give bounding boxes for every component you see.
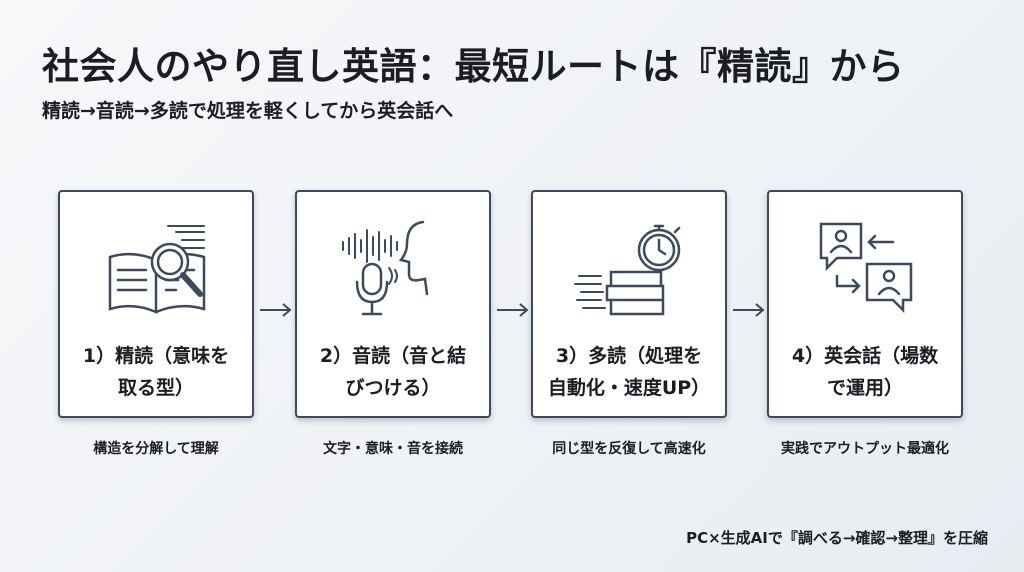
footer-note: PC×生成AIで『調べる→確認→整理』を圧縮	[686, 529, 988, 547]
page-subtitle: 精読→音読→多読で処理を軽くしてから英会話へ	[42, 100, 454, 122]
step-label-line: 2）音読（音と結	[319, 345, 467, 367]
step-card-intensive-reading: 1）精読（意味を取る型）	[58, 190, 254, 418]
step-caption: 文字・意味・音を接続	[323, 441, 463, 457]
step-label-line: 取る型）	[117, 377, 194, 399]
book-magnifier-icon	[108, 225, 206, 314]
step-label-line: 4）英会話（場数	[791, 345, 939, 367]
step-card-conversation: 4）英会話（場数で運用）	[767, 190, 963, 418]
step-label-line: で運用）	[826, 377, 903, 399]
step-label-line: びつける）	[345, 377, 441, 399]
microphone-voice-icon	[342, 220, 429, 316]
step-label-line: 1）精読（意味を	[82, 345, 230, 367]
arrow-right-icon	[260, 303, 292, 317]
step-label: 4）英会話（場数で運用）	[769, 340, 961, 404]
step-label: 1）精読（意味を取る型）	[60, 340, 252, 404]
step-label-line: 3）多読（処理を	[555, 345, 703, 367]
step-card-extensive-reading: 3）多読（処理を自動化・速度UP）	[531, 190, 727, 418]
step-label-line: 自動化・速度UP）	[547, 377, 711, 399]
arrow-right-icon	[733, 303, 765, 317]
arrow-right-icon	[497, 303, 529, 317]
step-caption: 実践でアウトプット最適化	[781, 441, 949, 457]
step-card-reading-aloud: 2）音読（音と結びつける）	[295, 190, 491, 418]
conversation-icon	[819, 222, 913, 314]
step-caption: 構造を分解して理解	[93, 441, 219, 457]
step-caption: 同じ型を反復して高速化	[552, 441, 706, 457]
step-label: 3）多読（処理を自動化・速度UP）	[533, 340, 725, 404]
books-stopwatch-icon	[574, 224, 681, 316]
page-title: 社会人のやり直し英語：最短ルートは『精読』から	[42, 45, 905, 88]
step-label: 2）音読（音と結びつける）	[297, 340, 489, 404]
